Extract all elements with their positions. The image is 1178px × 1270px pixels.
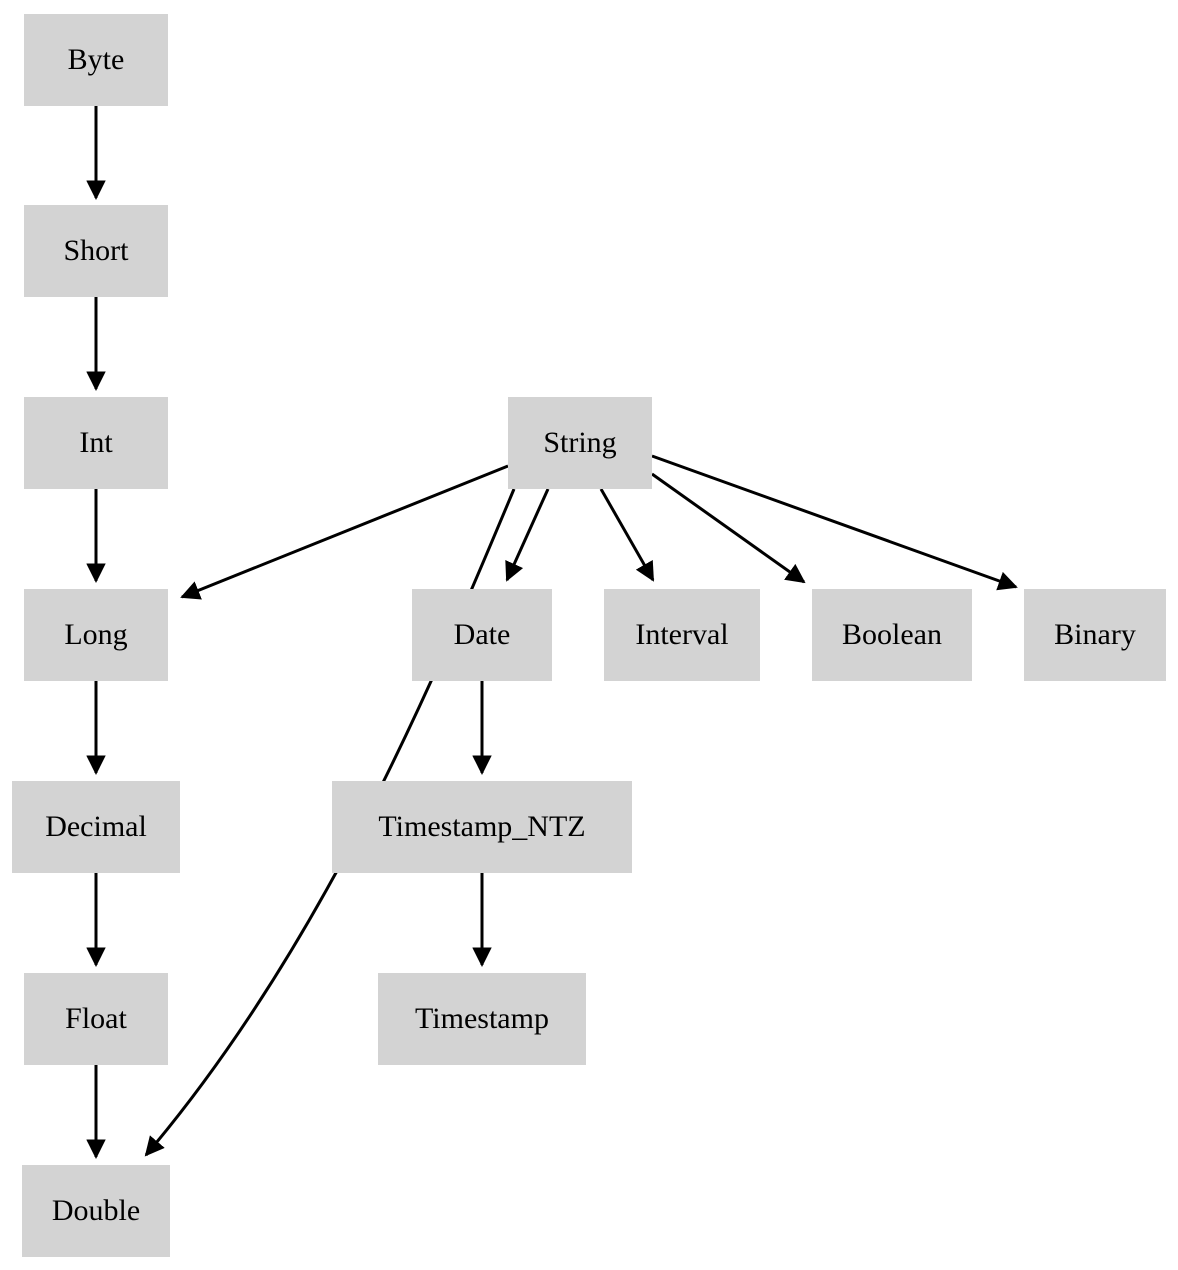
node-decimal: Decimal	[12, 781, 180, 873]
edge-string-long	[180, 464, 509, 600]
node-string: String	[508, 397, 652, 489]
node-float: Float	[24, 973, 168, 1065]
node-double: Double	[22, 1165, 170, 1257]
node-short: Short	[24, 205, 168, 297]
node-binary: Binary	[1024, 589, 1166, 681]
edge-string-binary	[651, 454, 1018, 591]
node-int: Int	[24, 397, 168, 489]
edge-string-boolean	[651, 472, 806, 584]
node-byte: Byte	[24, 14, 168, 106]
node-timestamp-ntz: Timestamp_NTZ	[332, 781, 632, 873]
node-boolean: Boolean	[812, 589, 972, 681]
node-date: Date	[412, 589, 552, 681]
node-long: Long	[24, 589, 168, 681]
edge-string-date	[505, 488, 550, 582]
node-interval: Interval	[604, 589, 760, 681]
node-timestamp: Timestamp	[378, 973, 586, 1065]
edge-string-interval	[599, 488, 655, 582]
